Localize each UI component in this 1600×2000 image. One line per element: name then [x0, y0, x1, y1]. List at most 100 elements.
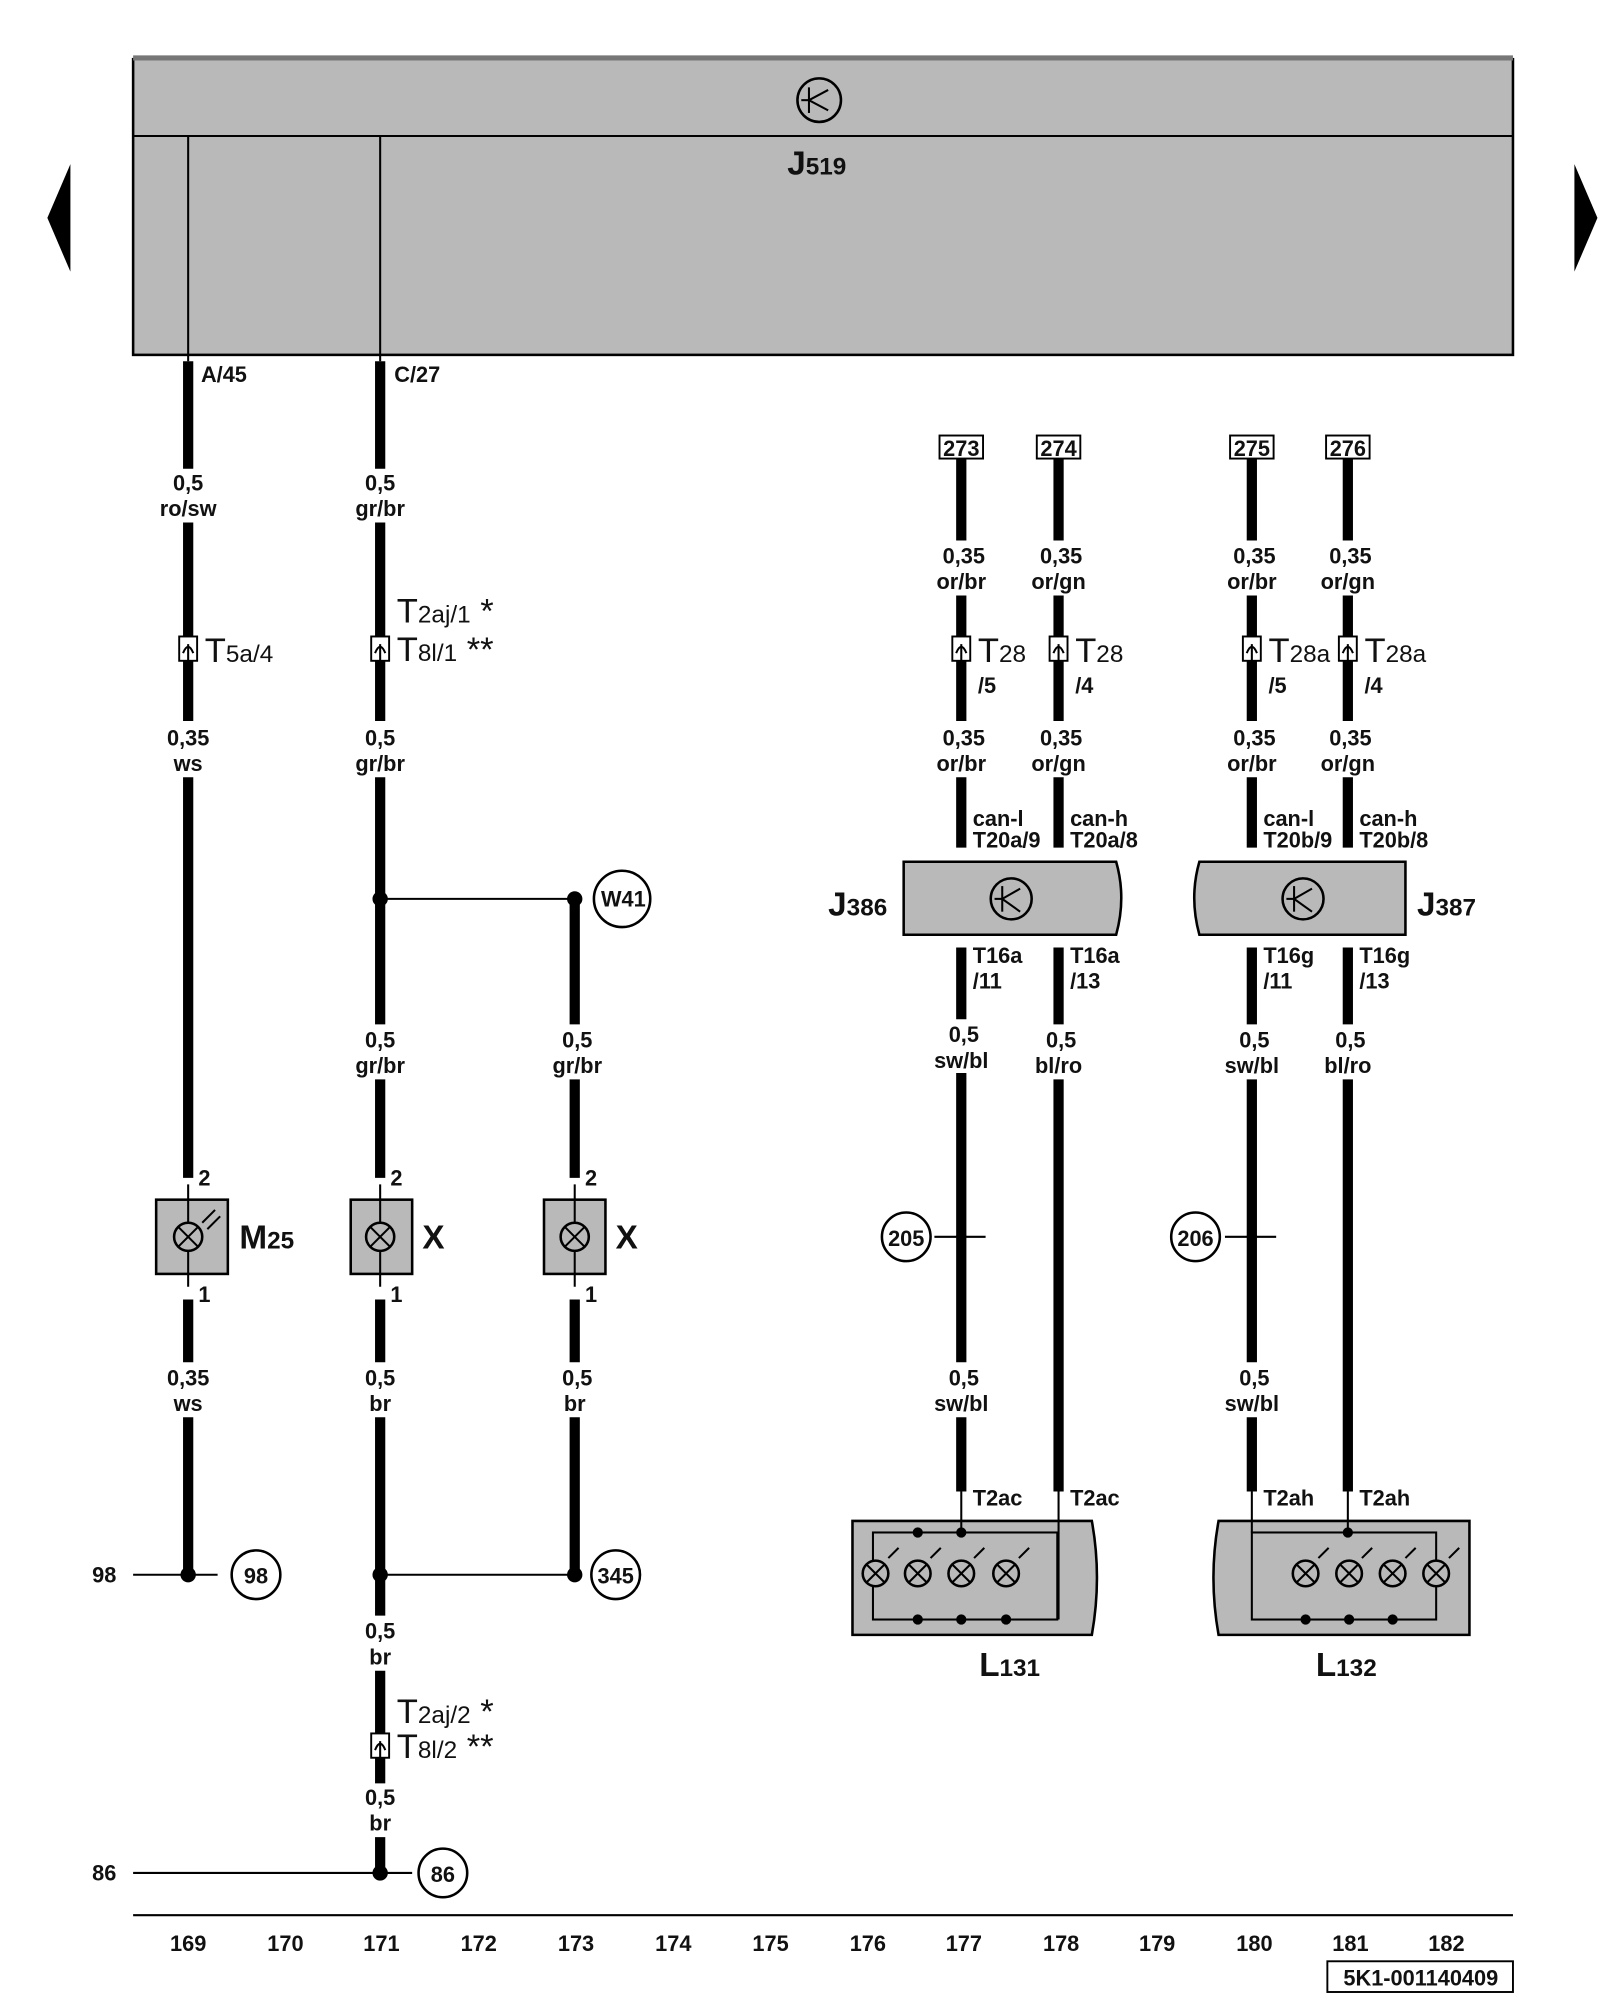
wire-size: 0,35	[1233, 544, 1275, 569]
splice-ref-circle[interactable]	[1169, 1211, 1222, 1263]
connector-label: T5a/4	[205, 632, 273, 670]
control-unit-j387	[1193, 860, 1407, 937]
ref-345[interactable]: 345	[598, 1564, 634, 1589]
wire-size: 0,35	[1329, 544, 1371, 569]
transistor-icon	[796, 77, 843, 124]
unit-label: J387	[1417, 887, 1476, 924]
component-label: X	[616, 1219, 638, 1256]
column-number: 179	[1139, 1931, 1175, 1956]
connector-label: T2aj/1 *	[397, 592, 494, 630]
page-ref[interactable]: 275	[1234, 436, 1270, 461]
doc-ref-box	[1326, 1960, 1514, 1993]
pin-label: T16g	[1359, 943, 1410, 968]
pin-number: 2	[585, 1166, 597, 1191]
wire-size: 0,5	[173, 471, 203, 496]
wire-color: gr/br	[355, 496, 405, 521]
transistor-icon	[989, 877, 1033, 921]
wire-color: gr/br	[355, 1053, 405, 1078]
ground-ref-circle[interactable]	[230, 1549, 282, 1601]
pin-label: /11	[973, 968, 1002, 993]
wire-color: bl/ro	[1035, 1053, 1082, 1078]
wire-size: 0,35	[1329, 725, 1371, 750]
wire-size: 0,35	[167, 725, 209, 750]
column-number: 169	[170, 1931, 206, 1956]
column-number: 177	[946, 1931, 982, 1956]
wire-color: or/br	[1227, 569, 1277, 594]
wire-size: 0,5	[562, 1027, 592, 1052]
connector-label: T2aj/2 *	[397, 1693, 494, 1731]
connector-pin: /5	[978, 673, 996, 698]
wire-size: 0,5	[1239, 1365, 1269, 1390]
connector-pin: /4	[1364, 673, 1382, 698]
column-number: 180	[1236, 1931, 1272, 1956]
splice-ref-circle[interactable]	[880, 1211, 932, 1263]
page-ref[interactable]: 273	[943, 436, 979, 461]
column-number: 171	[363, 1931, 399, 1956]
ground-label: 98	[92, 1562, 116, 1587]
wire-size: 0,5	[365, 1027, 395, 1052]
connector-icon	[1337, 635, 1358, 662]
ref-345-circle[interactable]	[590, 1549, 642, 1601]
lamp-array-icon	[861, 1491, 1060, 1625]
page-ref[interactable]: 274	[1040, 436, 1076, 461]
wire-color: or/gn	[1031, 569, 1085, 594]
bulb-icon	[172, 1184, 221, 1287]
control-unit-j519: J519	[131, 55, 1515, 357]
column-number: 173	[558, 1931, 594, 1956]
wire-size: 0,5	[949, 1365, 979, 1390]
wire-color: br	[564, 1391, 586, 1416]
connector-label: T28a	[1268, 632, 1330, 670]
wire-color: br	[369, 1811, 391, 1836]
lamp-array-icon	[1250, 1491, 1460, 1625]
column-number: 172	[461, 1931, 497, 1956]
column-number: 170	[267, 1931, 303, 1956]
column-number: 175	[752, 1931, 788, 1956]
wire-size: 0,5	[949, 1022, 979, 1047]
splice-ref[interactable]: 206	[1177, 1226, 1213, 1251]
column-number: 174	[655, 1931, 691, 1956]
wire-color: gr/br	[553, 1053, 603, 1078]
wire-size: 0,5	[562, 1365, 592, 1390]
connector-label: T28	[1075, 632, 1123, 670]
wire-color: or/br	[937, 751, 987, 776]
doc-ref: 5K1-001140409	[1343, 1966, 1498, 1991]
junction-ref[interactable]: W41	[601, 887, 646, 912]
pin-label: T20a/8	[1070, 828, 1138, 853]
circuit-173: 0,5 gr/br 2 X 1 0,5 br	[542, 898, 638, 1575]
wire-size: 0,5	[1046, 1027, 1076, 1052]
next-page-arrow-icon[interactable]	[1574, 164, 1598, 272]
page-ref[interactable]: 276	[1330, 436, 1366, 461]
pin-label: T2ah	[1359, 1486, 1410, 1511]
pin-label: T16a	[1070, 943, 1120, 968]
pin-label: T2ah	[1263, 1486, 1314, 1511]
bulb-icon	[559, 1184, 591, 1287]
wire-color: bl/ro	[1324, 1053, 1371, 1078]
wire-color: br	[369, 1391, 391, 1416]
ground-ref[interactable]: 86	[431, 1862, 455, 1887]
wire-color: ws	[173, 1391, 203, 1416]
pin-number: 1	[585, 1282, 597, 1307]
pin-label: T2ac	[1070, 1486, 1120, 1511]
ground-ref[interactable]: 98	[244, 1564, 268, 1589]
wire-color: or/gn	[1321, 751, 1375, 776]
wire-size: 0,5	[1335, 1027, 1365, 1052]
wire-size: 0,35	[943, 725, 985, 750]
ground-ref-circle[interactable]	[417, 1847, 469, 1899]
wire-color: br	[369, 1644, 391, 1669]
pin-number: 2	[198, 1166, 210, 1191]
wire-color: sw/bl	[1225, 1391, 1279, 1416]
prev-page-arrow-icon[interactable]	[47, 164, 71, 272]
lamp-l131	[851, 1519, 1099, 1637]
can-label: can-h	[1070, 806, 1128, 831]
wire-color: sw/bl	[934, 1391, 988, 1416]
unit-label: J386	[828, 887, 887, 924]
wire-color: or/gn	[1031, 751, 1085, 776]
column-numbers: 169 170 171 172 173 174 175 176 177 178 …	[170, 1931, 1465, 1956]
w41-ref-circle[interactable]	[592, 869, 652, 929]
pin-number: 2	[390, 1166, 402, 1191]
splice-ref[interactable]: 205	[888, 1226, 924, 1251]
wire-color: ro/sw	[160, 496, 217, 521]
wire-size: 0,5	[365, 1365, 395, 1390]
pin-label: T16a	[973, 943, 1023, 968]
